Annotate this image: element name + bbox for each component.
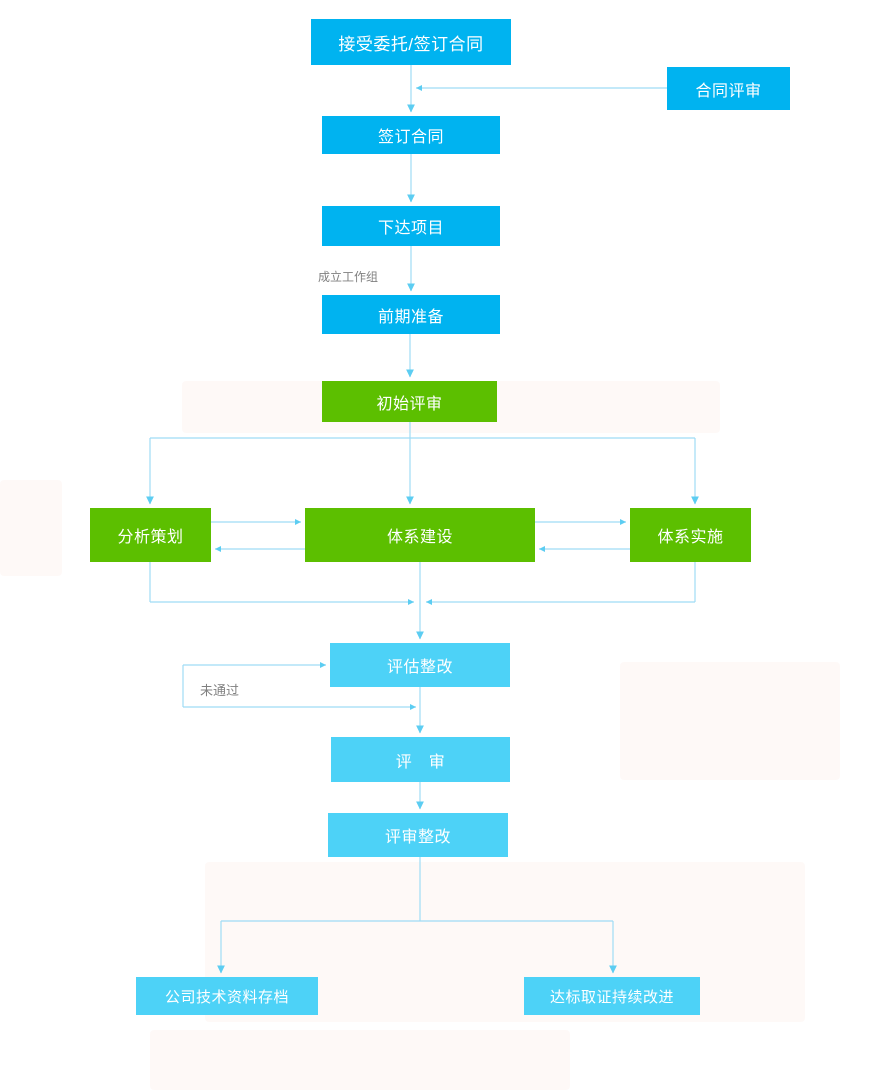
node-review[interactable]: 评 审 [331,737,510,782]
background-wash [620,662,840,780]
node-sign-contract[interactable]: 签订合同 [322,116,500,154]
node-preliminary-preparation[interactable]: 前期准备 [322,295,500,334]
node-accept-commission-sign-contract[interactable]: 接受委托/签订合同 [311,19,511,65]
node-certification-continuous-improvement[interactable]: 达标取证持续改进 [524,977,700,1015]
node-issue-project[interactable]: 下达项目 [322,206,500,246]
node-contract-review[interactable]: 合同评审 [667,67,790,110]
node-initial-review[interactable]: 初始评审 [322,381,497,422]
node-analysis-planning[interactable]: 分析策划 [90,508,211,562]
node-company-technical-archive[interactable]: 公司技术资料存档 [136,977,318,1015]
node-evaluation-rectification[interactable]: 评估整改 [330,643,510,687]
background-wash [0,480,62,576]
edge-label-form-working-group: 成立工作组 [318,270,379,284]
node-system-construction[interactable]: 体系建设 [305,508,535,562]
edge-label-not-passed: 未通过 [200,683,240,698]
node-review-rectification[interactable]: 评审整改 [328,813,508,857]
node-system-implementation[interactable]: 体系实施 [630,508,751,562]
background-wash [150,1030,570,1090]
